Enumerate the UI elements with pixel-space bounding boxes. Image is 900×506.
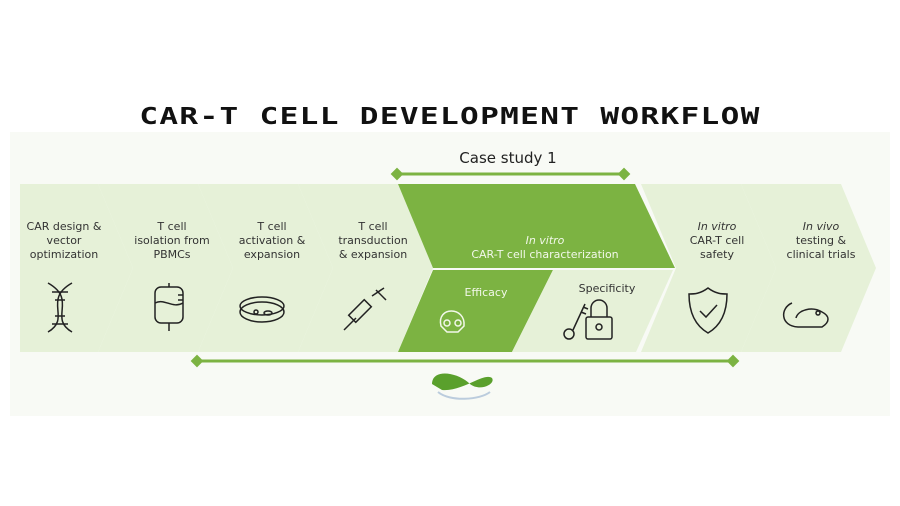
step-6-chevron (641, 184, 776, 352)
blood-bag-icon (154, 283, 184, 331)
specificity-label: Specificity (578, 282, 636, 295)
step-2-chevron (98, 184, 233, 352)
syringe-icon (343, 287, 387, 331)
step-7-chevron (741, 184, 876, 352)
step-3-chevron (198, 184, 333, 352)
step-4-chevron (298, 184, 433, 352)
shield-check-icon (688, 287, 728, 334)
page-title: CAR-T CELL DEVELOPMENT WORKFLOW (139, 104, 761, 130)
key-lock-icon (563, 299, 613, 340)
skull-icon (439, 310, 465, 333)
dna-icon (47, 282, 73, 333)
case-study-label: Case study 1 (459, 149, 557, 167)
step-1-chevron (20, 184, 133, 352)
company-logo (432, 373, 493, 400)
mouse-icon (783, 302, 829, 328)
petri-dish-icon (239, 296, 285, 323)
specificity-panel (512, 270, 673, 352)
efficacy-panel (398, 270, 553, 352)
case-study-bracket (190, 167, 740, 368)
step-5-chevron (398, 184, 675, 268)
efficacy-label: Efficacy (464, 286, 508, 299)
